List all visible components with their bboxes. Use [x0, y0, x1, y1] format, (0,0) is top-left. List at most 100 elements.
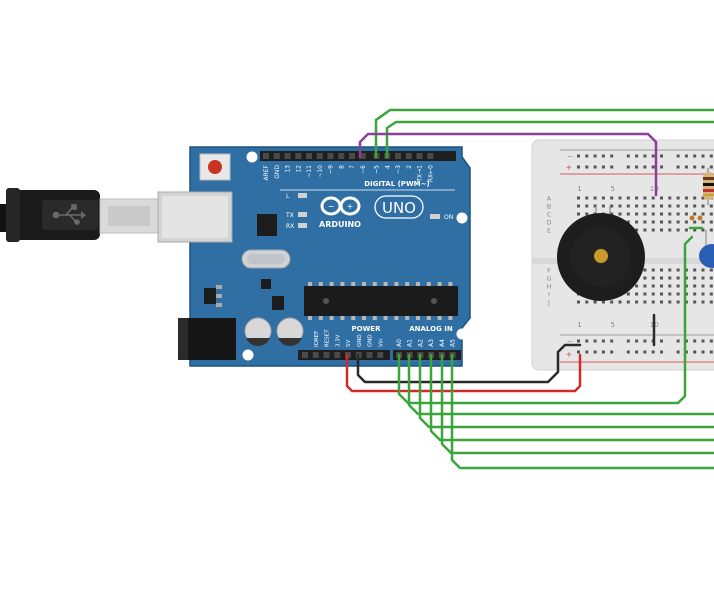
breadboard-hole[interactable]: [635, 154, 639, 158]
breadboard-hole[interactable]: [684, 292, 688, 296]
wire-green[interactable]: [450, 353, 714, 470]
breadboard-hole[interactable]: [660, 292, 663, 296]
breadboard-hole[interactable]: [709, 339, 713, 343]
breadboard-hole[interactable]: [684, 339, 688, 343]
breadboard-hole[interactable]: [577, 350, 580, 354]
breadboard-hole[interactable]: [593, 165, 597, 169]
breadboard-hole[interactable]: [618, 204, 622, 208]
piezo-buzzer[interactable]: [557, 206, 645, 301]
digital-pin-socket[interactable]: [405, 153, 412, 159]
breadboard-hole[interactable]: [660, 300, 663, 304]
breadboard-hole[interactable]: [660, 284, 663, 288]
breadboard-hole[interactable]: [668, 228, 672, 232]
breadboard-hole[interactable]: [635, 228, 639, 232]
breadboard-hole[interactable]: [643, 228, 647, 232]
breadboard-hole[interactable]: [643, 339, 647, 343]
breadboard-hole[interactable]: [660, 204, 663, 208]
breadboard-hole[interactable]: [709, 204, 713, 208]
breadboard-hole[interactable]: [601, 196, 605, 200]
breadboard-hole[interactable]: [601, 300, 605, 304]
breadboard-hole[interactable]: [585, 204, 589, 208]
breadboard-hole[interactable]: [626, 212, 630, 216]
breadboard-hole[interactable]: [601, 165, 605, 169]
breadboard-hole[interactable]: [684, 350, 688, 354]
breadboard-hole[interactable]: [684, 228, 688, 232]
breadboard-hole[interactable]: [643, 350, 647, 354]
digital-pin-socket[interactable]: [306, 153, 312, 159]
breadboard-hole[interactable]: [676, 350, 680, 354]
breadboard-hole[interactable]: [643, 154, 647, 158]
breadboard-hole[interactable]: [643, 284, 647, 288]
breadboard-hole[interactable]: [643, 204, 647, 208]
breadboard-hole[interactable]: [684, 284, 688, 288]
breadboard-hole[interactable]: [643, 276, 647, 280]
breadboard-hole[interactable]: [693, 154, 697, 158]
breadboard-hole[interactable]: [610, 350, 614, 354]
breadboard-hole[interactable]: [660, 339, 663, 343]
breadboard-hole[interactable]: [635, 196, 639, 200]
digital-pin-socket[interactable]: [416, 153, 423, 159]
breadboard-hole[interactable]: [693, 350, 697, 354]
breadboard-hole[interactable]: [684, 165, 688, 169]
breadboard-hole[interactable]: [668, 212, 672, 216]
breadboard-hole[interactable]: [660, 228, 663, 232]
breadboard-hole[interactable]: [651, 284, 655, 288]
breadboard-hole[interactable]: [684, 196, 688, 200]
digital-pin-socket[interactable]: [427, 153, 434, 159]
breadboard-hole[interactable]: [660, 196, 663, 200]
digital-pin-socket[interactable]: [295, 153, 302, 159]
digital-pin-socket[interactable]: [349, 153, 355, 159]
breadboard-hole[interactable]: [635, 212, 639, 216]
wire-green[interactable]: [374, 108, 714, 159]
breadboard-hole[interactable]: [643, 268, 647, 272]
breadboard-hole[interactable]: [693, 165, 697, 169]
wire-green[interactable]: [385, 120, 714, 159]
breadboard-hole[interactable]: [577, 212, 580, 216]
breadboard-hole[interactable]: [668, 276, 672, 280]
breadboard-hole[interactable]: [660, 350, 663, 354]
wire-green[interactable]: [429, 353, 714, 442]
breadboard-hole[interactable]: [635, 204, 639, 208]
digital-pin-socket[interactable]: [338, 153, 345, 159]
breadboard-hole[interactable]: [693, 339, 697, 343]
breadboard-hole[interactable]: [701, 284, 705, 288]
breadboard-hole[interactable]: [577, 204, 580, 208]
breadboard-hole[interactable]: [709, 300, 713, 304]
breadboard-hole[interactable]: [626, 220, 630, 224]
breadboard-hole[interactable]: [676, 220, 680, 224]
breadboard-hole[interactable]: [618, 196, 622, 200]
breadboard-hole[interactable]: [660, 268, 663, 272]
breadboard-hole[interactable]: [643, 196, 647, 200]
breadboard-hole[interactable]: [585, 212, 589, 216]
breadboard-hole[interactable]: [577, 339, 580, 343]
breadboard-hole[interactable]: [585, 165, 589, 169]
breadboard-hole[interactable]: [660, 220, 663, 224]
breadboard-hole[interactable]: [701, 228, 705, 232]
breadboard-hole[interactable]: [709, 292, 713, 296]
breadboard-hole[interactable]: [593, 196, 597, 200]
breadboard-hole[interactable]: [601, 204, 605, 208]
reset-button-cap[interactable]: [208, 160, 222, 174]
breadboard-hole[interactable]: [593, 154, 597, 158]
wire-red[interactable]: [345, 353, 582, 393]
breadboard-hole[interactable]: [701, 292, 705, 296]
breadboard-hole[interactable]: [593, 339, 597, 343]
breadboard-hole[interactable]: [709, 220, 713, 224]
power-pin-socket[interactable]: [366, 352, 373, 358]
breadboard-hole[interactable]: [618, 300, 622, 304]
breadboard-hole[interactable]: [585, 339, 589, 343]
digital-pin-socket[interactable]: [273, 153, 280, 159]
breadboard-hole[interactable]: [593, 204, 597, 208]
breadboard-hole[interactable]: [651, 292, 655, 296]
power-pin-socket[interactable]: [323, 352, 330, 358]
breadboard-hole[interactable]: [660, 276, 663, 280]
breadboard-hole[interactable]: [709, 154, 713, 158]
breadboard-hole[interactable]: [601, 339, 605, 343]
breadboard-hole[interactable]: [626, 204, 630, 208]
breadboard-hole[interactable]: [693, 276, 697, 280]
breadboard-hole[interactable]: [626, 350, 630, 354]
breadboard-hole[interactable]: [610, 165, 614, 169]
breadboard-hole[interactable]: [577, 300, 580, 304]
digital-pin-socket[interactable]: [316, 153, 323, 159]
